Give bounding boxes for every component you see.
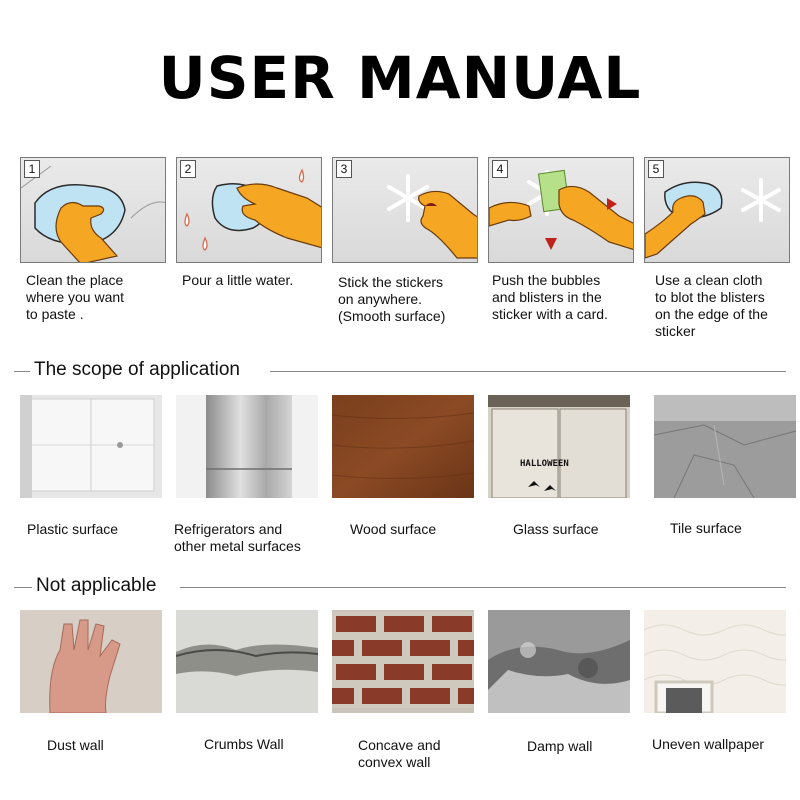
- plastic-surface-photo: [20, 395, 162, 498]
- snowflake-icon: [741, 178, 781, 222]
- step-5-illustration: [645, 178, 781, 259]
- scope-rule: [270, 371, 786, 372]
- not-applicable-label: Crumbs Wall: [204, 736, 284, 752]
- water-drop-icon: [298, 168, 305, 183]
- caption-line: where you want: [26, 289, 125, 305]
- arrow-icon: [607, 198, 617, 210]
- not-applicable-label: Damp wall: [527, 738, 593, 754]
- step-4-caption: Push the bubbles and blisters in the sti…: [492, 272, 608, 323]
- scope-label: Tile surface: [670, 520, 742, 536]
- step-4-illustration: [489, 166, 633, 251]
- step-1-caption: Clean the place where you want to paste …: [26, 272, 124, 323]
- label-line: Concave and: [358, 737, 441, 753]
- step-3-number: 3: [336, 160, 352, 178]
- not-applicable-label: Concave and convex wall: [358, 737, 441, 771]
- step-2-caption: Pour a little water.: [182, 272, 293, 289]
- caption-line: sticker: [655, 323, 696, 339]
- scope-label: Refrigerators and other metal surfaces: [174, 521, 301, 555]
- hand-icon: [418, 190, 477, 259]
- wood-surface-photo: [332, 395, 474, 498]
- caption-line: sticker with a card.: [492, 306, 608, 322]
- step-5-panel: 5: [644, 157, 790, 263]
- damp-wall-photo: [488, 610, 630, 713]
- scope-rule-left: [14, 371, 32, 372]
- scope-heading: The scope of application: [30, 359, 248, 381]
- not-applicable-heading: Not applicable: [32, 575, 165, 597]
- scope-label: Glass surface: [513, 521, 599, 537]
- caption-line: Clean the place: [26, 272, 124, 288]
- step-4-panel: 4: [488, 157, 634, 263]
- hand-icon: [236, 183, 321, 249]
- caption-line: on the edge of the: [655, 306, 768, 322]
- glass-surface-photo: HALLOWEEN: [488, 395, 630, 498]
- step-2-number: 2: [180, 160, 196, 178]
- scope-label: Wood surface: [350, 521, 437, 537]
- step-3-panel: 3: [332, 157, 478, 263]
- caption-line: to blot the blisters: [655, 289, 765, 305]
- step-4-number: 4: [492, 160, 508, 178]
- step-2-panel: 2: [176, 157, 322, 263]
- uneven-wallpaper-photo: [644, 610, 786, 713]
- water-drop-icon: [184, 212, 190, 227]
- caption-line: Pour a little water.: [182, 272, 294, 288]
- step-1-illustration: [21, 165, 165, 262]
- step-1-number: 1: [24, 160, 40, 178]
- label-line: Refrigerators and: [174, 521, 283, 537]
- caption-line: Use a clean cloth: [655, 272, 763, 288]
- label-line: convex wall: [358, 754, 431, 770]
- hand-icon: [55, 201, 119, 262]
- crumbs-wall-photo: [176, 610, 318, 713]
- water-drop-icon: [202, 236, 208, 251]
- caption-line: to paste .: [26, 306, 84, 322]
- caption-line: and blisters in the: [492, 289, 602, 305]
- step-3-caption: Stick the stickers on anywhere. (Smooth …: [338, 274, 445, 325]
- caption-line: Push the bubbles: [492, 272, 601, 288]
- page-title: USER MANUAL: [158, 44, 642, 112]
- caption-line: Stick the stickers: [338, 274, 444, 290]
- step-3-illustration: [387, 174, 477, 259]
- not-applicable-label: Dust wall: [47, 737, 104, 753]
- concave-convex-wall-photo: [332, 610, 474, 713]
- hand-icon: [645, 195, 706, 259]
- snowflake-icon: [387, 174, 429, 222]
- scope-label: Plastic surface: [27, 521, 119, 537]
- step-1-panel: 1: [20, 157, 166, 263]
- dust-wall-photo: [20, 610, 162, 713]
- hand-icon: [558, 185, 633, 251]
- caption-line: on anywhere.: [338, 291, 423, 307]
- step-5-number: 5: [648, 160, 664, 178]
- refrigerator-photo: [176, 395, 318, 498]
- halloween-sign: HALLOWEEN: [520, 459, 569, 469]
- step-2-illustration: [184, 168, 321, 251]
- not-applicable-label: Uneven wallpaper: [652, 736, 765, 752]
- label-line: other metal surfaces: [174, 538, 301, 554]
- arrow-icon: [545, 238, 557, 250]
- tile-surface-photo: [654, 395, 796, 498]
- not-applicable-rule: [180, 587, 786, 588]
- hand-icon: [489, 201, 532, 227]
- not-applicable-rule-left: [14, 587, 34, 588]
- caption-line: (Smooth surface): [338, 308, 446, 324]
- step-5-caption: Use a clean cloth to blot the blisters o…: [655, 272, 768, 340]
